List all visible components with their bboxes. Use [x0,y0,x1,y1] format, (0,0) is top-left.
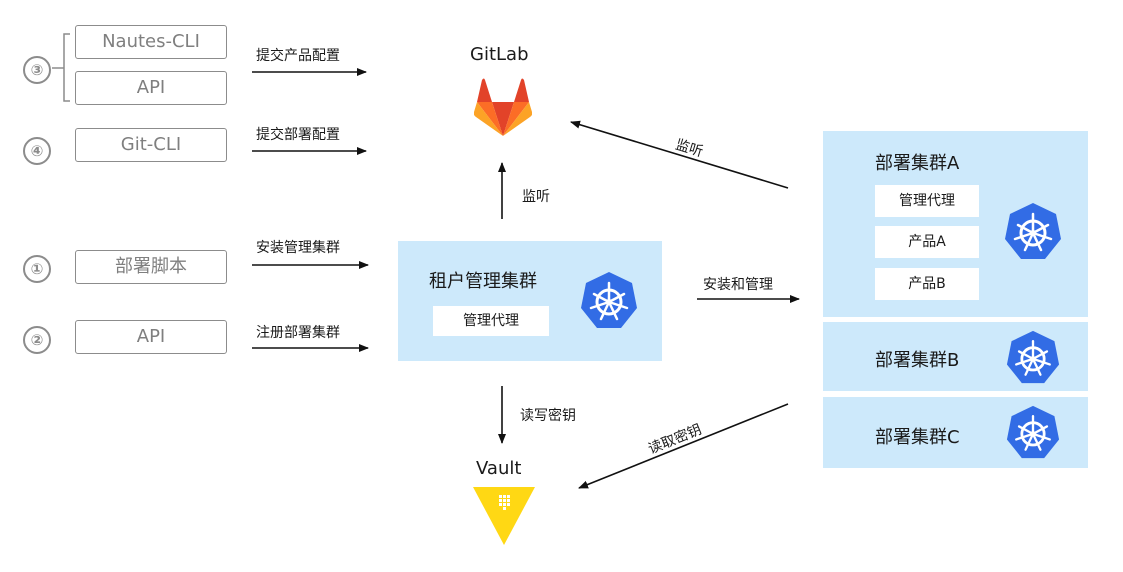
kubernetes-icon [1005,203,1061,259]
deploy-cluster-a: 部署集群A 管理代理 产品A 产品B [823,131,1088,317]
label-register-deploy-cluster: 注册部署集群 [256,325,340,341]
arrow-read-secret [578,403,789,489]
step-4-number: ④ [23,137,51,165]
gitlab-icon [474,78,532,136]
label-install-and-manage: 安装和管理 [703,277,773,293]
label-read-write-secret: 读写密钥 [520,408,576,424]
gitlab-title: GitLab [470,44,529,65]
arrow-listen-deploy [570,120,789,189]
label-submit-deploy-config: 提交部署配置 [256,127,340,143]
tenant-agent-box: 管理代理 [433,306,549,336]
api-box-register[interactable]: API [75,320,227,354]
deploy-cluster-b: 部署集群B [823,322,1088,391]
kubernetes-icon [1006,330,1060,384]
vault-icon [473,487,535,545]
tenant-cluster-title: 租户管理集群 [429,271,537,292]
group3-bracket [63,33,70,102]
deploy-a-product-b-box: 产品B [875,268,979,300]
deploy-cluster-c: 部署集群C [823,397,1088,468]
kubernetes-icon [1006,405,1060,459]
deploy-script-box[interactable]: 部署脚本 [75,250,227,284]
nautes-cli-box[interactable]: Nautes-CLI [75,25,227,59]
deploy-cluster-a-title: 部署集群A [875,153,960,174]
tenant-management-cluster: 租户管理集群 管理代理 [398,241,662,361]
deploy-cluster-b-title: 部署集群B [875,350,960,371]
step-1-number: ① [23,255,51,283]
vault-title: Vault [476,458,522,479]
step-3-number: ③ [23,56,51,84]
label-submit-product-config: 提交产品配置 [256,48,340,64]
deploy-cluster-c-title: 部署集群C [875,427,960,448]
deploy-a-agent-box: 管理代理 [875,185,979,217]
kubernetes-icon [581,272,637,328]
label-listen-tenant: 监听 [522,189,550,205]
api-box-product[interactable]: API [75,71,227,105]
git-cli-box[interactable]: Git-CLI [75,128,227,162]
deploy-a-product-a-box: 产品A [875,226,979,258]
label-install-mgmt-cluster: 安装管理集群 [256,240,340,256]
step-2-number: ② [23,326,51,354]
